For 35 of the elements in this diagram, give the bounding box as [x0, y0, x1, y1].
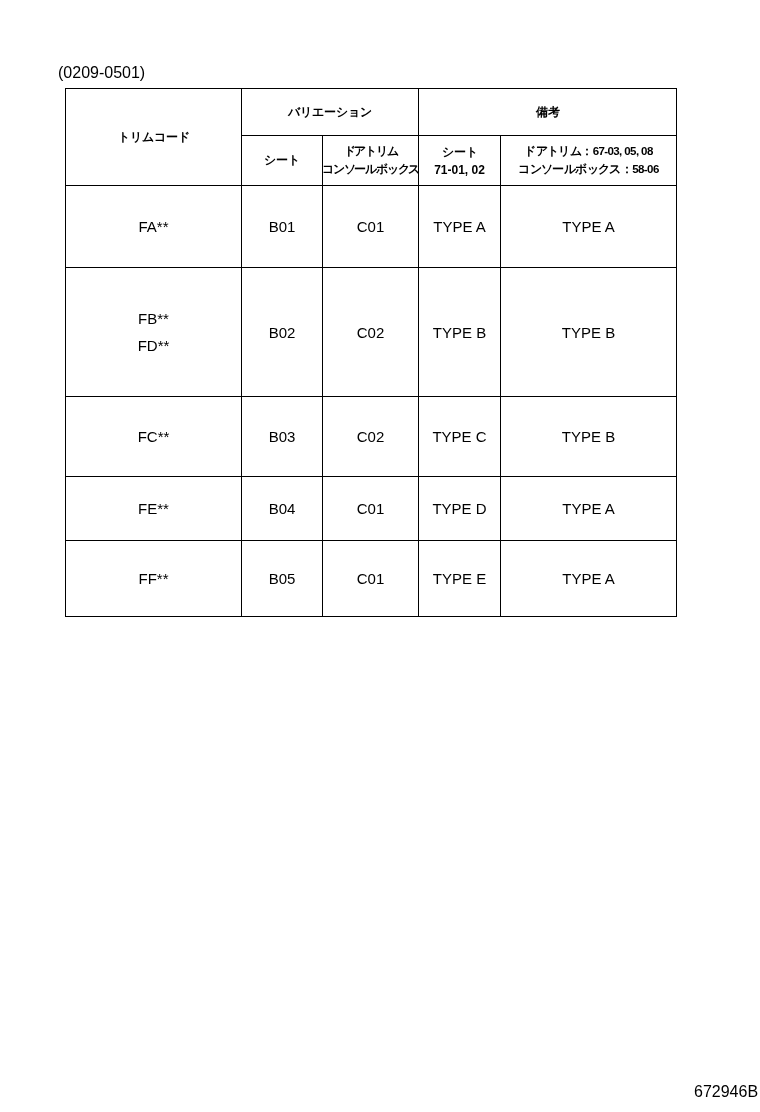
cell-text: ドアトリム：67-03, 05, 08コンソールボックス：58-06 — [518, 144, 659, 177]
cell-text: FF** — [138, 570, 169, 587]
cell-text: FA** — [138, 218, 169, 235]
cell-text: C01 — [356, 500, 385, 517]
cell-text: TYPE E — [432, 570, 487, 587]
cell-text: TYPE A — [562, 500, 615, 517]
cell-text: TYPE C — [432, 428, 487, 445]
cell-text: C01 — [356, 218, 385, 235]
cell-text: B04 — [268, 500, 296, 517]
cell-text: シート — [264, 152, 300, 169]
cell-text: FB** — [138, 310, 169, 327]
cell-text: C02 — [356, 428, 385, 445]
cell-text: TYPE D — [432, 500, 487, 517]
cell-text: C02 — [356, 323, 385, 341]
cell-text: TYPE A — [562, 570, 615, 587]
cell-text: バリエーション — [288, 103, 372, 121]
cell-text: C01 — [356, 570, 385, 587]
cell-text: TYPE B — [432, 323, 487, 341]
cell-text: シート71-01, 02 — [434, 143, 485, 179]
cell-text: FC** — [137, 428, 170, 445]
cell-text: B02 — [268, 323, 296, 341]
cell-text: FD** — [137, 337, 170, 354]
cell-text: B01 — [268, 218, 296, 235]
cell-text: TYPE A — [433, 218, 486, 235]
date-range-label: (0209-0501) — [58, 64, 146, 82]
cell-text: ドアトリムコンソールボックス — [321, 144, 420, 177]
cell-text: B03 — [268, 428, 296, 445]
cell-text: FE** — [138, 500, 169, 517]
cell-text: トリムコード — [117, 128, 190, 146]
figure-number: 672946B — [694, 1083, 759, 1101]
cell-text: B05 — [268, 570, 296, 587]
cell-text: TYPE A — [562, 218, 615, 235]
cell-text: 備考 — [535, 103, 560, 121]
cell-text: TYPE B — [561, 323, 616, 341]
cell-text: TYPE B — [561, 428, 616, 445]
